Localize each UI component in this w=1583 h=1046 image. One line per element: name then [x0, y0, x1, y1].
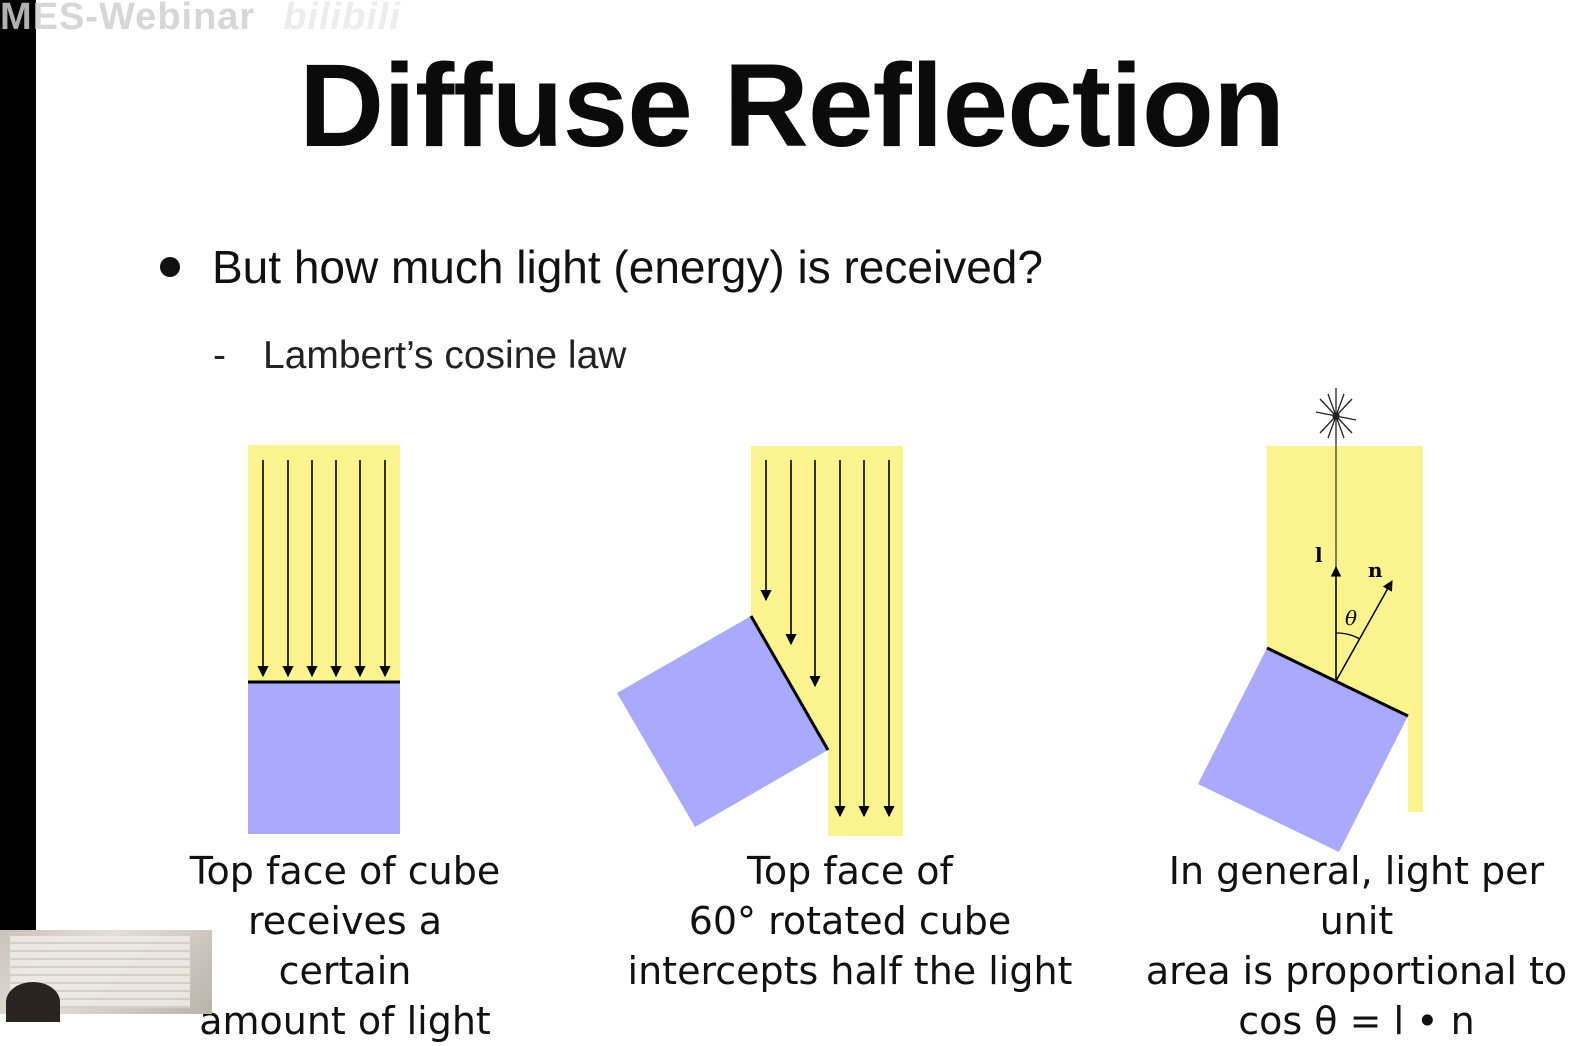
label-theta: θ: [1345, 606, 1357, 630]
light-beam-2: [751, 446, 903, 836]
cube-2: [617, 616, 828, 827]
top-face-edge-3: [1266, 646, 1409, 718]
caption-1-line-1: Top face of cube: [189, 849, 501, 893]
light-source-icon: [1315, 388, 1357, 444]
left-black-bar: [0, 0, 36, 1014]
normal-vector-n: [1335, 580, 1393, 682]
slide-title: Diffuse Reflection: [298, 40, 1285, 172]
top-face-edge-2: [749, 615, 830, 751]
figure-3-general-angle: l n θ: [1198, 388, 1423, 852]
light-beam-1: [248, 445, 400, 682]
caption-1-line-2: receives a certain: [247, 899, 443, 993]
figure-1-straight-cube: [248, 445, 400, 834]
cube-3: [1198, 648, 1408, 852]
webcam-overlay: [0, 930, 212, 1022]
bullet-point: But how much light (energy) is received?: [160, 240, 1043, 294]
bullet-text: But how much light (energy) is received?: [212, 241, 1043, 293]
caption-3-line-3: cos θ = l • n: [1238, 999, 1475, 1043]
diagram-canvas: l n θ: [248, 388, 1423, 852]
sub-bullet: -Lambert’s cosine law: [213, 334, 626, 378]
cube-1: [248, 682, 400, 834]
light-rays-2: [760, 460, 895, 818]
caption-figure-2: Top face of 60° rotated cube intercepts …: [620, 846, 1080, 996]
caption-1-line-3: amount of light: [199, 999, 491, 1043]
angle-arc: [1335, 632, 1361, 640]
sub-bullet-text: Lambert’s cosine law: [263, 334, 627, 377]
watermark-brand-logo: bilibili: [283, 0, 401, 38]
label-n: n: [1368, 558, 1383, 582]
bullet-dot-icon: [160, 256, 180, 277]
watermark-text: MES-Webinar: [0, 0, 256, 38]
webcam-person: [6, 982, 60, 1022]
caption-2-line-1: Top face of: [747, 849, 953, 893]
light-beam-3: [1267, 446, 1423, 812]
figure-2-rotated-cube: [617, 446, 903, 836]
caption-figure-3: In general, light per unit area is propo…: [1130, 846, 1583, 1046]
caption-figure-1: Top face of cube receives a certain amou…: [185, 846, 505, 1046]
label-l: l: [1315, 543, 1323, 567]
caption-2-line-2: 60° rotated cube: [688, 899, 1012, 943]
caption-2-line-3: intercepts half the light: [627, 949, 1073, 993]
dash-icon: -: [213, 334, 226, 377]
caption-3-line-2: area is proportional to: [1145, 949, 1568, 993]
video-watermark: MES-Webinar bilibili: [0, 0, 401, 39]
light-rays-1: [257, 460, 391, 678]
caption-3-line-1: In general, light per unit: [1168, 849, 1545, 943]
